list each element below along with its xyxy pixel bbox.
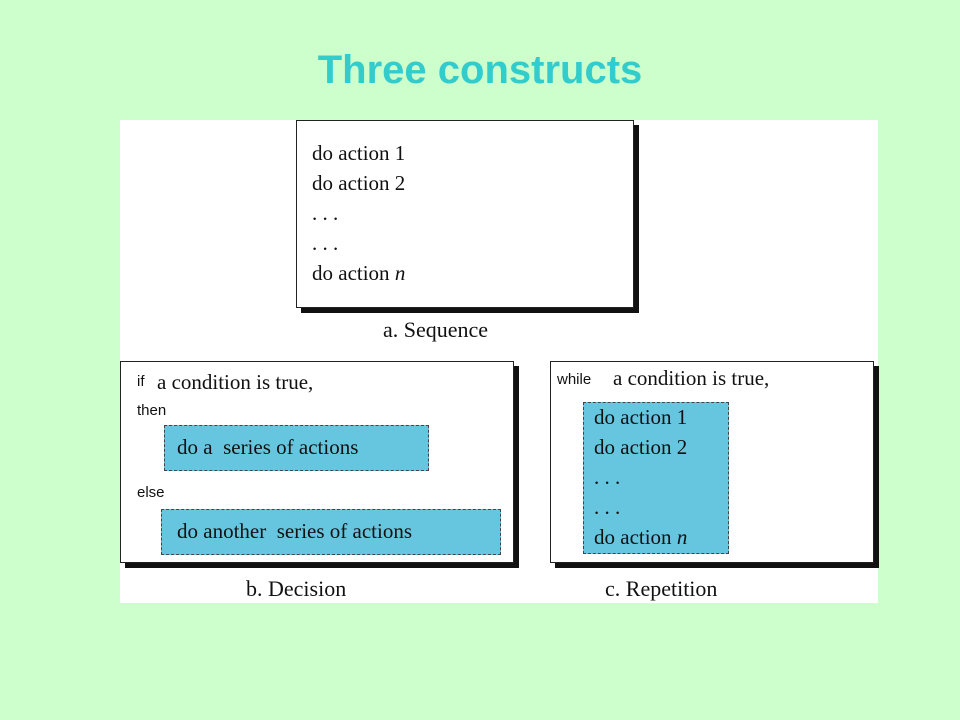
then-action-text: do a series of actions: [177, 435, 359, 459]
repetition-line-4: . . .: [594, 495, 621, 519]
slide-title: Three constructs: [317, 48, 643, 92]
diagram-panel: do action 1 do action 2 . . . . . . do a…: [120, 120, 878, 603]
if-keyword: if: [137, 373, 145, 390]
else-action-text: do another series of actions: [177, 519, 413, 543]
repetition-condition: a condition is true,: [613, 366, 770, 390]
sequence-line-4: . . .: [312, 231, 339, 255]
repetition-line-2: do action 2: [594, 435, 688, 459]
repetition-line-5: do action n: [594, 525, 688, 549]
while-keyword: while: [557, 371, 592, 388]
then-action-box: do a series of actions: [164, 425, 429, 471]
repetition-line-1: do action 1: [594, 405, 688, 429]
sequence-box: do action 1 do action 2 . . . . . . do a…: [296, 120, 634, 308]
decision-condition: a condition is true,: [157, 370, 314, 394]
repetition-body-box: do action 1 do action 2 . . . . . . do a…: [583, 402, 729, 554]
sequence-line-1: do action 1: [312, 141, 406, 165]
then-keyword: then: [137, 402, 167, 419]
sequence-line-2: do action 2: [312, 171, 406, 195]
decision-caption: b. Decision: [246, 576, 347, 601]
decision-box: if a condition is true, then do a series…: [120, 361, 514, 563]
else-action-box: do another series of actions: [161, 509, 501, 555]
else-keyword: else: [137, 484, 165, 501]
sequence-line-3: . . .: [312, 201, 339, 225]
repetition-line-3: . . .: [594, 465, 621, 489]
sequence-line-5: do action n: [312, 261, 406, 285]
repetition-box: while a condition is true, do action 1 d…: [550, 361, 874, 563]
sequence-caption: a. Sequence: [383, 317, 489, 342]
repetition-caption: c. Repetition: [605, 576, 718, 601]
